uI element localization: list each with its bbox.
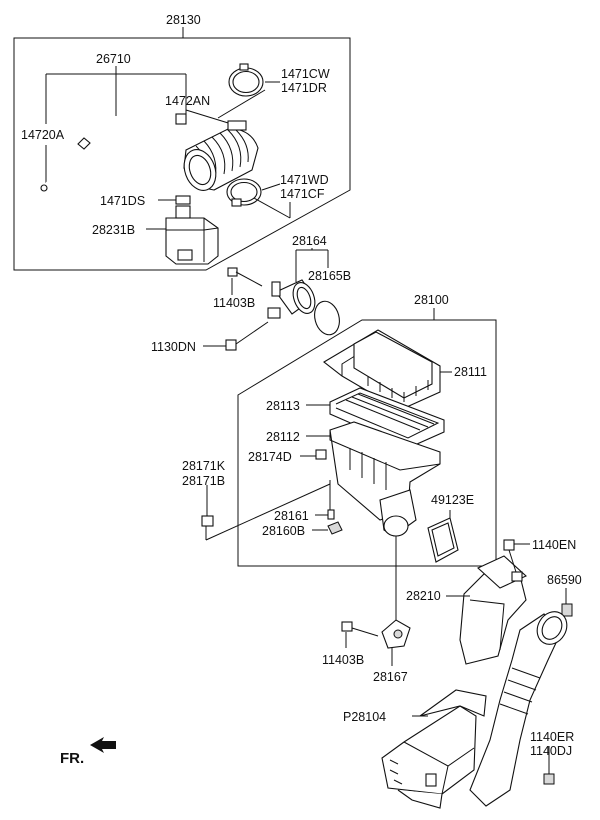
label-1471wd: 1471WD — [280, 173, 329, 187]
label-1471ds: 1471DS — [100, 194, 145, 208]
label-28161: 28161 — [274, 509, 309, 523]
label-1471cf: 1471CF — [280, 187, 325, 201]
air-filter-element — [329, 387, 445, 449]
breather-hose — [40, 113, 187, 192]
air-cleaner-body — [329, 421, 441, 537]
label-1140dj: 1140DJ — [530, 744, 572, 758]
grommet-28161 — [327, 509, 335, 520]
grommet-28160b — [327, 521, 343, 535]
label-28231b: 28231B — [92, 223, 135, 237]
label-28111: 28111 — [454, 365, 487, 379]
label-28174d: 28174D — [248, 450, 292, 464]
bolt-11403b-top — [227, 267, 263, 287]
clip-1471ds — [175, 195, 191, 205]
label-49123e: 49123E — [431, 493, 474, 507]
label-front-direction: FR. — [60, 750, 84, 767]
air-flow-sensor — [267, 279, 316, 319]
label-1471cw: 1471CW — [281, 67, 330, 81]
bolt-11403b-bottom — [341, 621, 379, 637]
label-p28104: P28104 — [343, 710, 386, 724]
label-14720a: 14720A — [21, 128, 65, 142]
air-cleaner-cover — [323, 329, 441, 411]
label-86590: 86590 — [547, 573, 582, 587]
label-1140er: 1140ER — [530, 730, 574, 744]
label-28164: 28164 — [292, 234, 327, 248]
air-cleaner-assembly-frame — [237, 319, 497, 567]
bolt-1130dn — [225, 321, 269, 351]
label-28171k: 28171K — [182, 459, 226, 473]
air-intake-assembly-frame — [13, 37, 351, 271]
clamp-1471cw — [228, 63, 264, 97]
label-26710: 26710 — [96, 52, 131, 66]
label-28167: 28167 — [373, 670, 408, 684]
intake-hose — [183, 120, 259, 191]
label-1130dn: 1130DN — [151, 340, 196, 354]
label-28210: 28210 — [406, 589, 441, 603]
label-28171b: 28171B — [182, 474, 225, 488]
label-28113: 28113 — [266, 399, 300, 413]
label-1140en: 1140EN — [532, 538, 576, 552]
nut-86590 — [561, 603, 573, 617]
label-1471dr: 1471DR — [281, 81, 327, 95]
label-28130: 28130 — [166, 13, 201, 27]
resonator — [165, 205, 219, 265]
air-cleaner-lower-case — [381, 689, 487, 809]
label-11403b-top: 11403B — [213, 296, 255, 310]
intake-air-hose — [469, 611, 568, 807]
label-28160b: 28160B — [262, 524, 305, 538]
bracket-28167 — [381, 619, 411, 649]
label-11403b-bottom: 11403B — [322, 653, 364, 667]
front-direction-arrow-icon — [90, 737, 116, 753]
bolt-1140er — [543, 756, 555, 785]
clip-28174d — [315, 449, 327, 460]
label-28112: 28112 — [266, 430, 300, 444]
label-28100: 28100 — [414, 293, 449, 307]
label-1472an: 1472AN — [165, 94, 210, 108]
gasket-28165b — [314, 300, 340, 336]
clamp-1471wd — [226, 178, 262, 207]
label-28165b: 28165B — [308, 269, 351, 283]
air-duct-28210 — [459, 555, 527, 665]
seal-49123e — [427, 517, 459, 563]
bolt-1140en — [503, 539, 517, 573]
bolt-28171 — [201, 498, 214, 527]
